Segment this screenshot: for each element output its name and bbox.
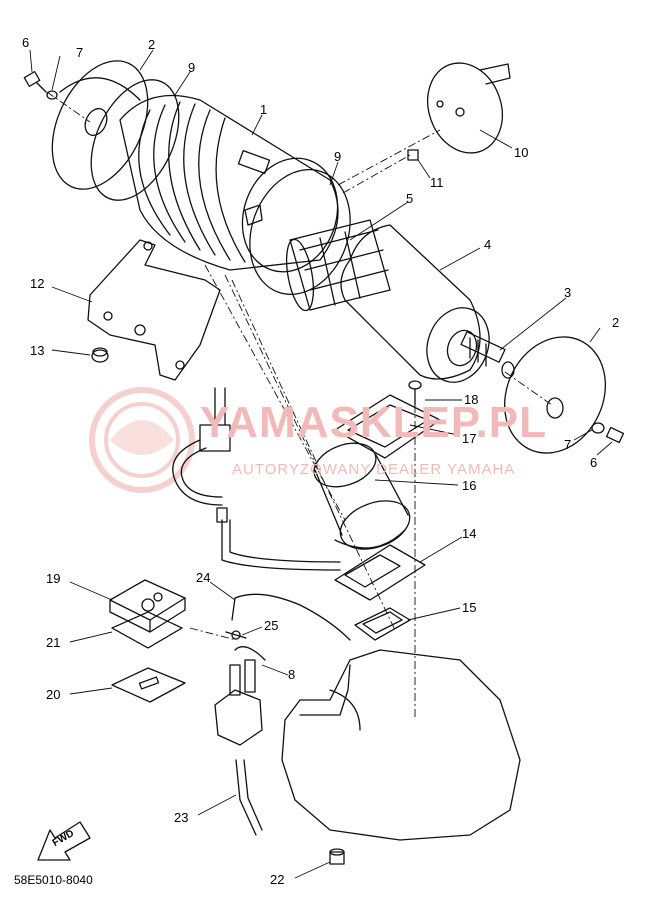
center-bolt [460,331,515,379]
intake-joint [313,442,411,550]
bolt-right [591,422,625,444]
gasket [334,394,441,459]
valve-plate [111,667,186,703]
callout-4: 4 [484,237,492,252]
callout-11: 11 [430,175,444,190]
end-cap-right [503,336,607,454]
engine-crankcase [281,649,521,841]
reed-gasket [354,607,411,641]
callout-12: 12 [30,276,45,291]
watermark-title: YAMASKLEP.PL [200,398,547,447]
screw [408,380,422,406]
callout-13: 13 [30,343,45,358]
callout-15: 15 [462,600,477,615]
callout-7-right: 7 [564,437,572,452]
part-code: 58E5010-8040 [14,873,93,887]
callout-14: 14 [462,526,477,541]
filter-frame [285,219,391,312]
watermark-subtitle: AUTORYZOWANY DEALER YAMAHA [232,461,516,478]
valve-cover [109,579,186,633]
callout-23: 23 [174,810,189,825]
callout-2-right: 2 [612,315,620,330]
drain-hose-edge [243,759,263,831]
callout-20: 20 [46,687,61,702]
cover-plate [427,62,511,154]
hose-clamp [225,630,247,640]
fuel-pump [214,646,266,746]
callout-16: 16 [462,478,477,493]
assembly-guides [46,91,553,720]
reed-valve-case [334,544,426,601]
callout-2-left: 2 [148,37,156,52]
clip [407,149,419,161]
callout-1: 1 [260,102,268,117]
watermark-emblem [89,387,195,493]
callout-9-left: 9 [188,60,196,75]
hose-fitting [199,387,231,523]
callout-10: 10 [514,145,529,160]
callout-19: 19 [46,571,61,586]
callout-8: 8 [288,667,296,682]
grommet [91,347,109,363]
fuel-hose [231,593,351,641]
callout-22: 22 [270,872,285,887]
air-cleaner-case [119,94,339,273]
valve-seal [111,611,183,649]
end-cap-left [51,60,149,190]
bolt-left [23,71,58,100]
callout-5: 5 [406,191,414,206]
seal-ring-left [90,79,180,201]
callout-18: 18 [464,392,479,407]
callout-7-left: 7 [76,45,84,60]
breather-hose [172,439,341,571]
filter-element [340,224,490,383]
drain-plug [329,848,345,865]
callout-6-left: 6 [22,35,30,50]
mount-bracket [87,239,221,381]
callout-25: 25 [264,618,279,633]
drain-hose [235,759,257,836]
fwd-arrow [37,821,91,861]
callout-9-right: 9 [334,149,342,164]
callout-24: 24 [196,570,211,585]
callout-17: 17 [462,431,477,446]
callout-6-right: 6 [590,455,598,470]
callout-21: 21 [46,635,61,650]
callout-leaders [29,49,613,879]
callout-3: 3 [564,285,572,300]
seal-ring-right [249,169,351,295]
